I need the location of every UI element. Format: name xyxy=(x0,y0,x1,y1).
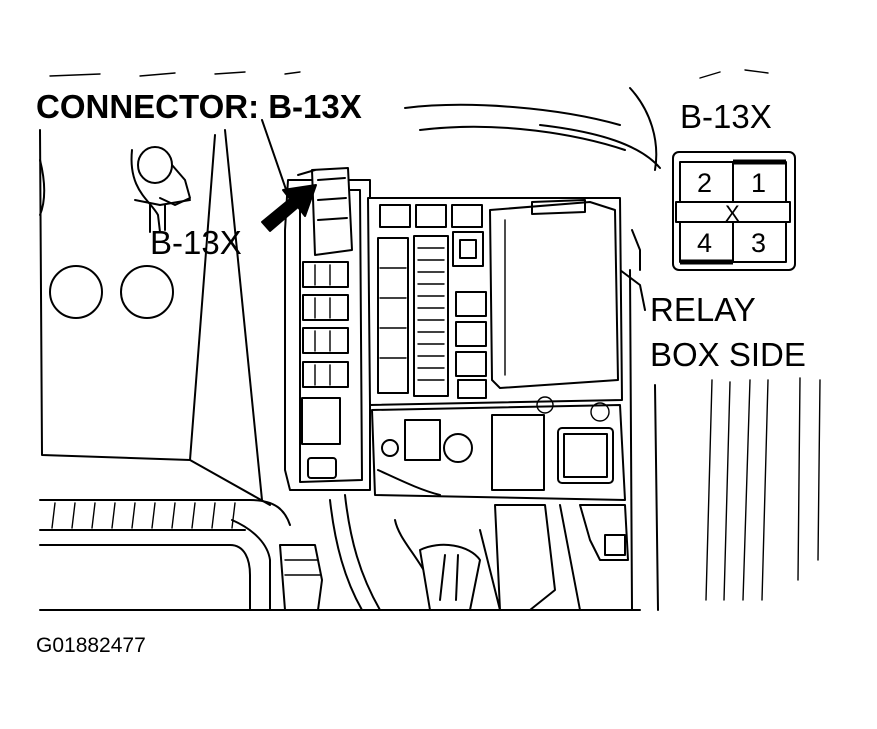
callout-label: B-13X xyxy=(150,224,242,261)
side-note-line-1: RELAY xyxy=(650,291,756,328)
center-mark: X xyxy=(725,201,740,226)
connector-view-label: B-13X xyxy=(680,98,772,135)
pin-1-label: 1 xyxy=(751,168,766,198)
pin-2-label: 2 xyxy=(697,168,712,198)
pin-3-label: 3 xyxy=(751,228,766,258)
pin-4-label: 4 xyxy=(697,228,712,258)
relay-box xyxy=(284,179,626,501)
page-title: CONNECTOR: B-13X xyxy=(36,88,362,125)
connector-face-view xyxy=(672,151,796,271)
b13x-connector xyxy=(297,167,353,256)
callout-arrow xyxy=(261,184,317,232)
engine-bay-outline xyxy=(39,69,821,611)
figure-id: G01882477 xyxy=(36,634,146,657)
side-note-line-2: BOX SIDE xyxy=(650,336,806,373)
